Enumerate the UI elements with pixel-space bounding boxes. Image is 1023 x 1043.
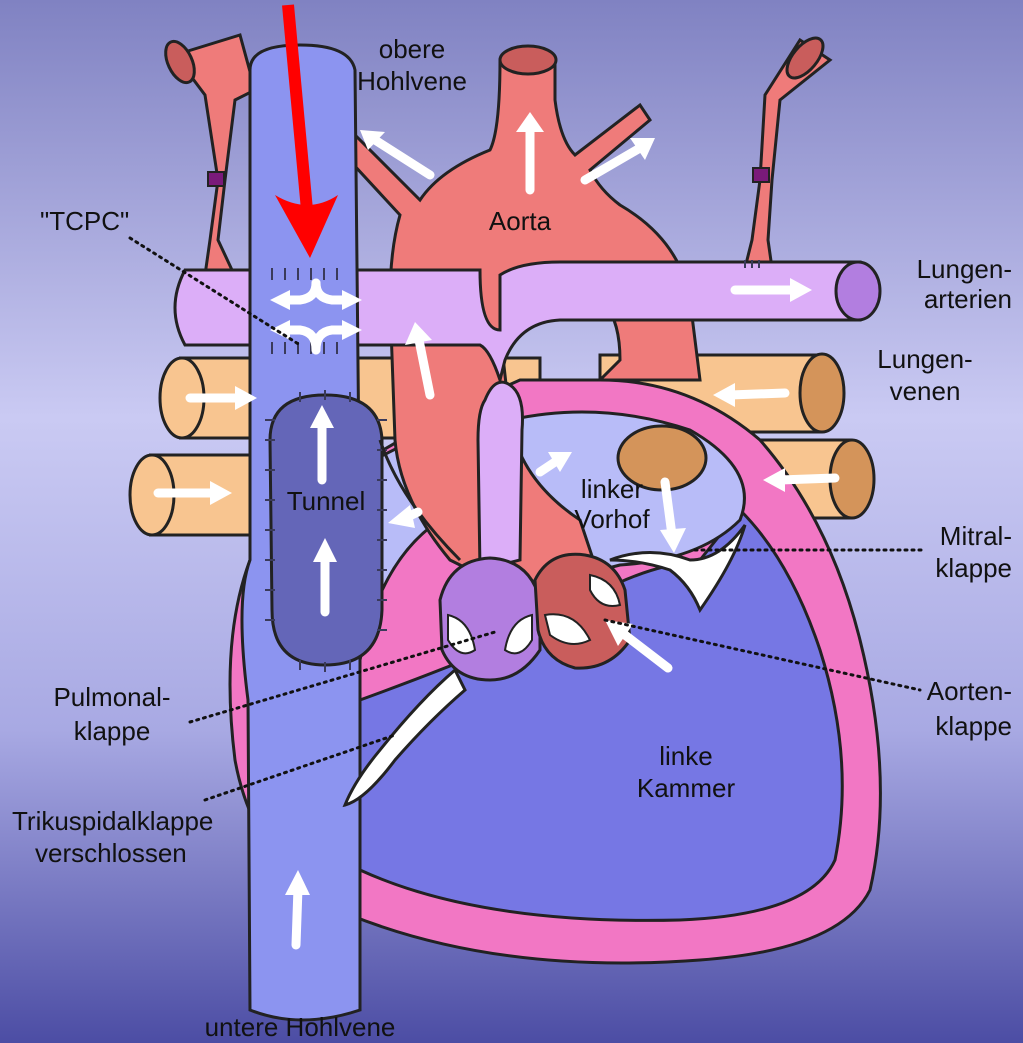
label-pulmonary-veins-2: venen xyxy=(890,376,961,406)
label-left-atrium-1: linker xyxy=(581,474,643,504)
label-aortic-valve-1: Aorten- xyxy=(927,676,1012,706)
label-pulmonary-arteries-2: arterien xyxy=(924,284,1012,314)
label-tcpc: "TCPC" xyxy=(40,206,129,236)
label-left-atrium-2: Vorhof xyxy=(574,504,650,534)
label-aortic-valve-2: klappe xyxy=(935,711,1012,741)
label-mitral-valve-1: Mitral- xyxy=(940,521,1012,551)
label-inferior-vena-cava: untere Hohlvene xyxy=(205,1012,396,1042)
label-aorta: Aorta xyxy=(489,206,552,236)
label-pulmonary-veins-1: Lungen- xyxy=(877,344,972,374)
label-tricuspid-valve-2: verschlossen xyxy=(35,838,187,868)
label-left-ventricle-1: linke xyxy=(659,741,712,771)
label-left-ventricle-2: Kammer xyxy=(637,773,736,803)
label-pulmonary-valve-1: Pulmonal- xyxy=(53,682,170,712)
label-pulmonary-arteries-1: Lungen- xyxy=(917,254,1012,284)
label-pulmonary-valve-2: klappe xyxy=(74,716,151,746)
label-superior-vena-cava-2: Hohlvene xyxy=(357,66,467,96)
aortic-valve xyxy=(535,554,630,668)
label-tunnel: Tunnel xyxy=(287,486,366,516)
pulmonary-trunk xyxy=(478,382,523,570)
pulmonary-valve xyxy=(440,558,540,680)
label-tricuspid-valve-1: Trikuspidalklappe xyxy=(12,806,213,836)
aorta-top-opening xyxy=(500,46,556,74)
label-mitral-valve-2: klappe xyxy=(935,553,1012,583)
label-superior-vena-cava-1: obere xyxy=(379,34,446,64)
